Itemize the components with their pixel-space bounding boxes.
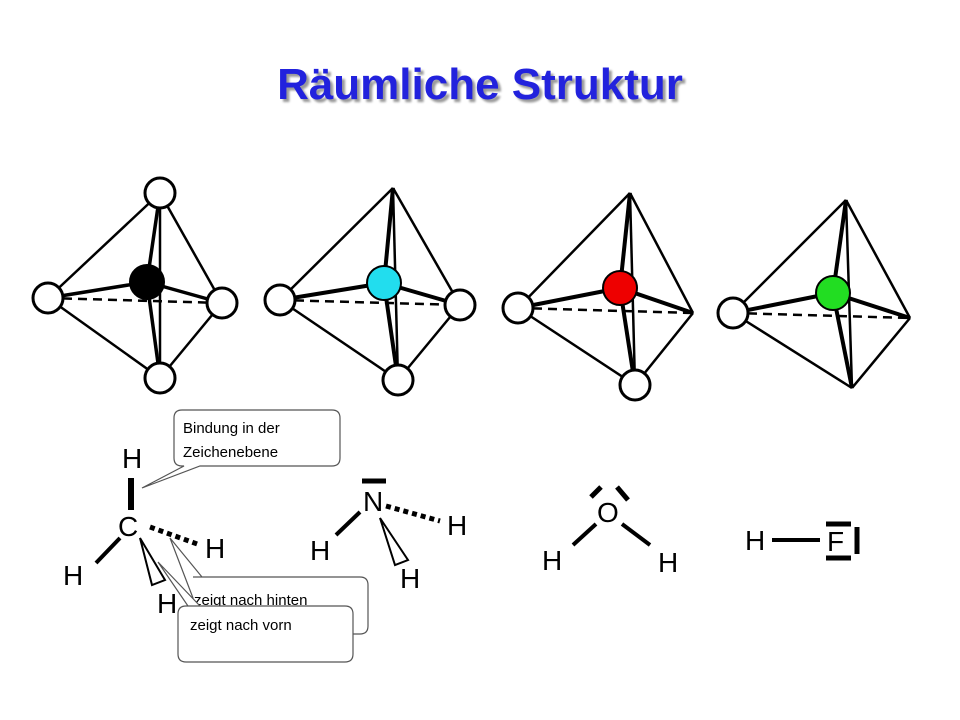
nh3-h-left-label: H [310,535,330,566]
hf-f-label: F [827,526,844,557]
hf-h-label: H [745,525,765,556]
callout-front-text: zeigt nach vorn [190,617,292,634]
formula-water: O H H [542,485,678,578]
hydrogen-atom [143,176,177,210]
ch4-c-label: C [118,511,138,542]
hydrogen-atom [143,361,177,395]
nitrogen-atom [366,265,402,301]
hydrogen-atom [716,296,750,330]
hydrogen-atom [263,283,297,317]
tetrahedron-hydrogen-fluoride [716,199,912,390]
callout-front: zeigt nach vorn [157,561,354,663]
ch4-h-left-label: H [63,560,83,591]
oxygen-atom [602,270,638,306]
callout-plane: Bindung in der Zeichenebene [141,409,341,489]
hydrogen-atom [381,363,415,397]
h2o-h-left-label: H [542,545,562,576]
hydrogen-atom [443,288,477,322]
h2o-o-label: O [597,497,619,528]
carbon-atom [129,264,165,300]
hydrogen-atom [205,286,239,320]
nh3-h-right-label: H [447,510,467,541]
h2o-h-right-label: H [658,547,678,578]
nh3-n-label: N [363,486,383,517]
hydrogen-atom [31,281,65,315]
ch4-h-top-label: H [122,443,142,474]
callout-plane-line1: Bindung in der [183,420,280,437]
tetrahedron-ammonia [263,187,477,397]
callout-plane-line2: Zeichenebene [183,444,278,461]
tetrahedron-methane [31,176,239,395]
page-title: Räumliche Struktur [277,60,683,109]
fluorine-atom [815,275,851,311]
formula-hydrogen-fluoride: H F [745,521,860,561]
nh3-h-bottom-label: H [400,563,420,594]
hydrogen-atom [501,291,535,325]
formula-ammonia: N H H H [310,478,467,594]
formula-methane: H C H H H [63,443,225,619]
tetrahedron-water [501,192,695,402]
ch4-h-right-label: H [205,533,225,564]
ch4-h-bottom-label: H [157,588,177,619]
hydrogen-atom [618,368,652,402]
callout-back-text: zeigt nach hinten [194,592,307,609]
